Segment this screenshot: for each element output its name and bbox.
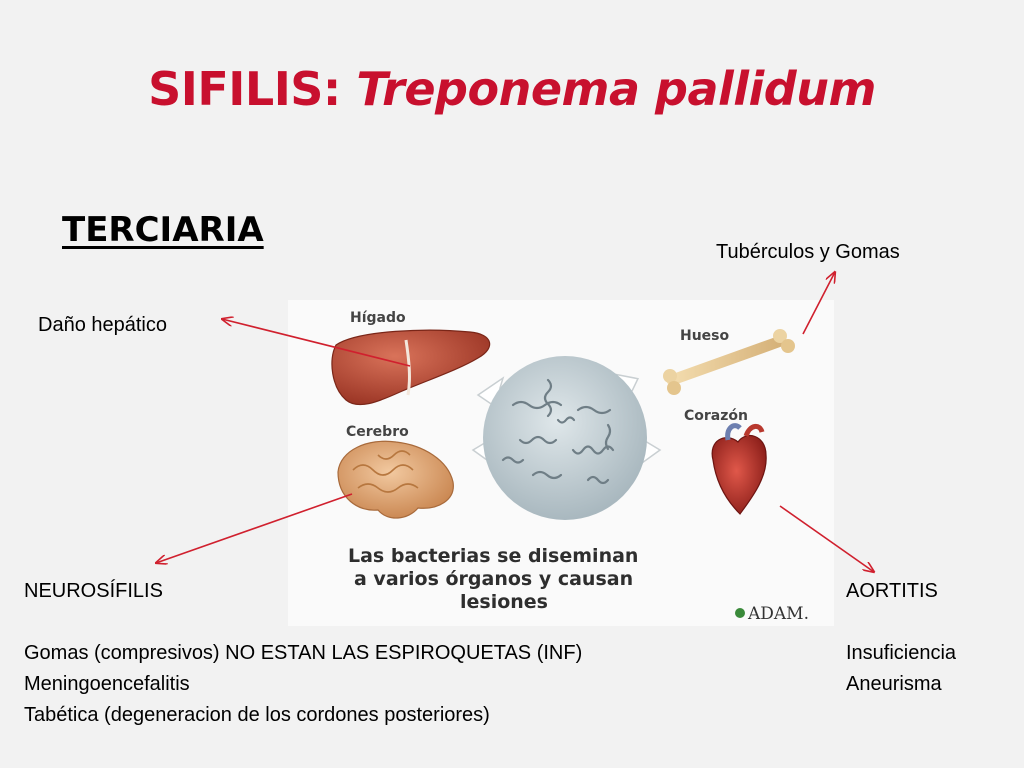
slide-title-species: Treponema pallidum bbox=[356, 62, 876, 116]
caption-line-1: Las bacterias se diseminan bbox=[348, 545, 638, 567]
neurosyphilis-title: NEUROSÍFILIS bbox=[24, 580, 163, 602]
heart-icon bbox=[711, 423, 767, 515]
adam-logo-icon bbox=[735, 608, 745, 618]
aortic-item-2: Aneurisma bbox=[846, 673, 942, 695]
dissemination-illustration: Hígado Cerebro Hueso Corazón bbox=[288, 300, 834, 626]
slide-title: SIFILIS: Treponema pallidum bbox=[0, 62, 1024, 116]
slide-subtitle: TERCIARIA bbox=[62, 210, 264, 250]
bone-lesions-label: Tubérculos y Gomas bbox=[716, 241, 900, 263]
caption-line-2: a varios órganos y causan bbox=[354, 568, 633, 590]
brain-figure-label: Cerebro bbox=[346, 424, 409, 440]
aortitis-title: AORTITIS bbox=[846, 580, 938, 602]
slide-title-main: SIFILIS: bbox=[148, 62, 357, 116]
aortic-item-1: Insuficiencia bbox=[846, 642, 957, 664]
figure-caption: Las bacterias se diseminan a varios órga… bbox=[348, 545, 638, 613]
adam-credit: ADAM. bbox=[747, 604, 809, 624]
illustration-svg: Hígado Cerebro Hueso Corazón bbox=[331, 310, 809, 624]
liver-figure-label: Hígado bbox=[350, 310, 406, 326]
caption-line-3: lesiones bbox=[460, 591, 548, 613]
bone-icon bbox=[663, 329, 795, 395]
neuro-item-2: Meningoencefalitis bbox=[24, 673, 190, 695]
heart-figure-label: Corazón bbox=[684, 408, 748, 424]
bacteria-sphere-icon bbox=[483, 356, 647, 520]
brain-icon bbox=[337, 440, 454, 519]
neuro-item-3: Tabética (degeneracion de los cordones p… bbox=[24, 704, 490, 726]
neuro-item-1: Gomas (compresivos) NO ESTAN LAS ESPIROQ… bbox=[24, 642, 583, 664]
adam-logo: ADAM. bbox=[735, 604, 809, 624]
bone-figure-label: Hueso bbox=[680, 328, 730, 344]
liver-damage-label: Daño hepático bbox=[38, 314, 167, 336]
liver-icon bbox=[331, 329, 491, 406]
